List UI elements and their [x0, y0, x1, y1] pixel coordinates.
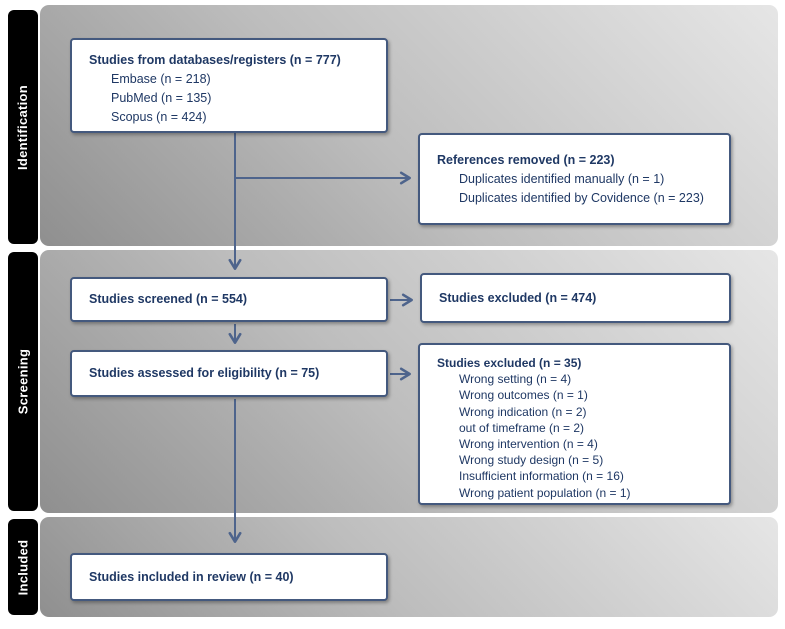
screening-label: Screening: [15, 348, 31, 415]
included-title: Studies included in review (n = 40): [89, 569, 294, 584]
databases-item-pubmed: PubMed (n = 135): [111, 91, 212, 105]
sidebar-item-identification: Identification: [8, 10, 38, 244]
sidebar-item-screening: Screening: [8, 252, 38, 511]
excluded-reason-indication: Wrong indication (n = 2): [459, 404, 587, 419]
excluded-reason-insufficient-info: Insufficient information (n = 16): [459, 469, 624, 484]
databases-title: Studies from databases/registers (n = 77…: [89, 53, 341, 67]
identification-label: Identification: [15, 84, 31, 170]
excluded-reason-study-design: Wrong study design (n = 5): [459, 453, 604, 468]
references-removed-title: References removed (n = 223): [437, 152, 615, 167]
assessed-box: Studies assessed for eligibility (n = 75…: [70, 350, 388, 397]
screened-title: Studies screened (n = 554): [89, 292, 248, 306]
excluded-screening-box: Studies excluded (n = 474): [420, 273, 731, 323]
assessed-title: Studies assessed for eligibility (n = 75…: [89, 366, 320, 380]
references-removed-box: References removed (n = 223) Duplicates …: [418, 133, 731, 225]
databases-box: Studies from databases/registers (n = 77…: [70, 38, 388, 133]
excluded-reason-timeframe: out of timeframe (n = 2): [459, 420, 585, 435]
excluded-eligibility-title: Studies excluded (n = 35): [437, 356, 582, 370]
excluded-reason-setting: Wrong setting (n = 4): [459, 372, 572, 387]
excluded-reason-intervention: Wrong intervention (n = 4): [459, 437, 598, 452]
included-box: Studies included in review (n = 40): [70, 553, 388, 601]
excluded-reason-outcomes: Wrong outcomes (n = 1): [459, 388, 588, 403]
references-removed-item-manual: Duplicates identified manually (n = 1): [459, 171, 665, 186]
sidebar-item-included: Included: [8, 519, 38, 615]
included-label: Included: [15, 539, 31, 595]
screened-box: Studies screened (n = 554): [70, 277, 388, 322]
databases-item-embase: Embase (n = 218): [111, 72, 211, 86]
excluded-screening-title: Studies excluded (n = 474): [439, 290, 597, 305]
excluded-eligibility-box: Studies excluded (n = 35) Wrong setting …: [418, 343, 731, 505]
references-removed-item-covidence: Duplicates identified by Covidence (n = …: [459, 190, 704, 205]
databases-item-scopus: Scopus (n = 424): [111, 110, 207, 124]
excluded-reason-patient-population: Wrong patient population (n = 1): [459, 485, 631, 500]
